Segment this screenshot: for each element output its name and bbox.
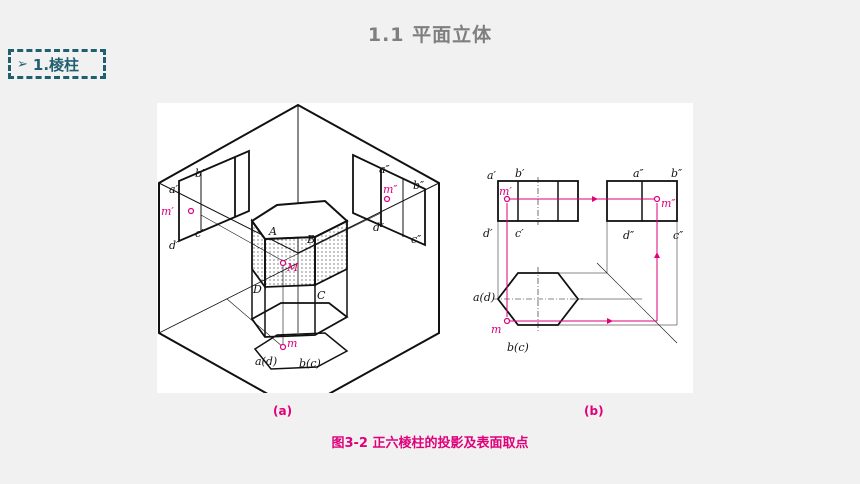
section-heading-label: 1.棱柱 [32, 55, 80, 74]
figure-panel: a′ b′ m′ c′ d′ a″ m″ b″ d″ c″ A B M D C … [157, 103, 693, 393]
label-b-c-prime: c′ [515, 227, 524, 240]
label-d-double-prime: d″ [373, 221, 385, 234]
label-b-a-double-prime: a″ [633, 167, 645, 180]
arrow-bullet-icon: ➢ [17, 56, 28, 72]
label-b-c-double-prime: c″ [673, 229, 684, 242]
label-m: m [287, 337, 297, 350]
label-b-a-d: a(d) [473, 291, 495, 304]
label-b-m-double-prime: m″ [661, 197, 676, 210]
label-b-c: b(c) [299, 357, 321, 370]
label-b-a-prime: a′ [487, 169, 497, 182]
label-M: M [286, 261, 299, 274]
slide-title: 1.1 平面立体 [367, 24, 493, 46]
label-m-double-prime: m″ [383, 183, 398, 196]
label-b-double-prime: b″ [413, 179, 425, 192]
diagram-a-isometric [158, 103, 440, 393]
diagram-b-points [503, 195, 661, 325]
label-d-prime: d′ [169, 239, 179, 252]
label-a-prime: a′ [169, 183, 179, 196]
label-m-prime: m′ [161, 205, 174, 218]
section-heading-box: ➢ 1.棱柱 [8, 49, 106, 79]
label-a-d: a(d) [255, 355, 277, 368]
figure-caption: 图3-2 正六棱柱的投影及表面取点 [331, 436, 529, 451]
diagram-b-orthographic [493, 177, 678, 344]
label-a-double-prime: a″ [379, 163, 391, 176]
hexagonal-prism-diagram: a′ b′ m′ c′ d′ a″ m″ b″ d″ c″ A B M D C … [158, 103, 684, 393]
label-b-b-c: b(c) [507, 341, 529, 354]
label-b-m-prime: m′ [499, 185, 512, 198]
sub-label-a: (a) [273, 404, 293, 418]
diagram-a-points [187, 195, 391, 351]
diagram-b-labels: a′ b′ m′ d′ c′ a″ b″ m″ d″ c″ a(d) m b(c… [473, 167, 684, 354]
label-b-b-double-prime: b″ [671, 167, 683, 180]
label-b-d-prime: d′ [483, 227, 493, 240]
label-b-prime: b′ [195, 167, 205, 180]
label-c-double-prime: c″ [411, 233, 422, 246]
label-b-b-prime: b′ [515, 167, 525, 180]
label-C: C [317, 289, 326, 302]
label-A: A [268, 225, 277, 238]
label-b-m: m [491, 323, 501, 336]
diagram-b-accent-lines [506, 196, 660, 324]
label-b-d-double-prime: d″ [623, 229, 635, 242]
label-c-prime: c′ [195, 227, 204, 240]
sub-label-b: (b) [584, 404, 604, 418]
diagram-a-labels: a′ b′ m′ c′ d′ a″ m″ b″ d″ c″ A B M D C … [161, 163, 425, 370]
label-B: B [306, 233, 315, 246]
label-D: D [252, 283, 262, 296]
